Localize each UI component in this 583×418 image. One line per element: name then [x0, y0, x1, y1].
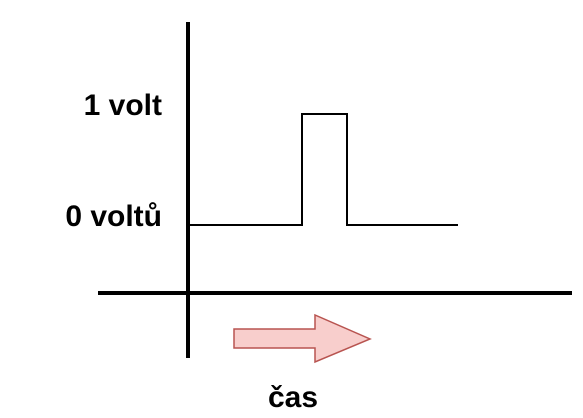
right-arrow-icon: [233, 313, 372, 364]
pulse-signal: [188, 113, 458, 226]
time-axis-label: čas: [268, 381, 318, 414]
high-level-label: 1 volt: [84, 89, 162, 122]
low-level-label: 0 voltů: [65, 200, 162, 233]
